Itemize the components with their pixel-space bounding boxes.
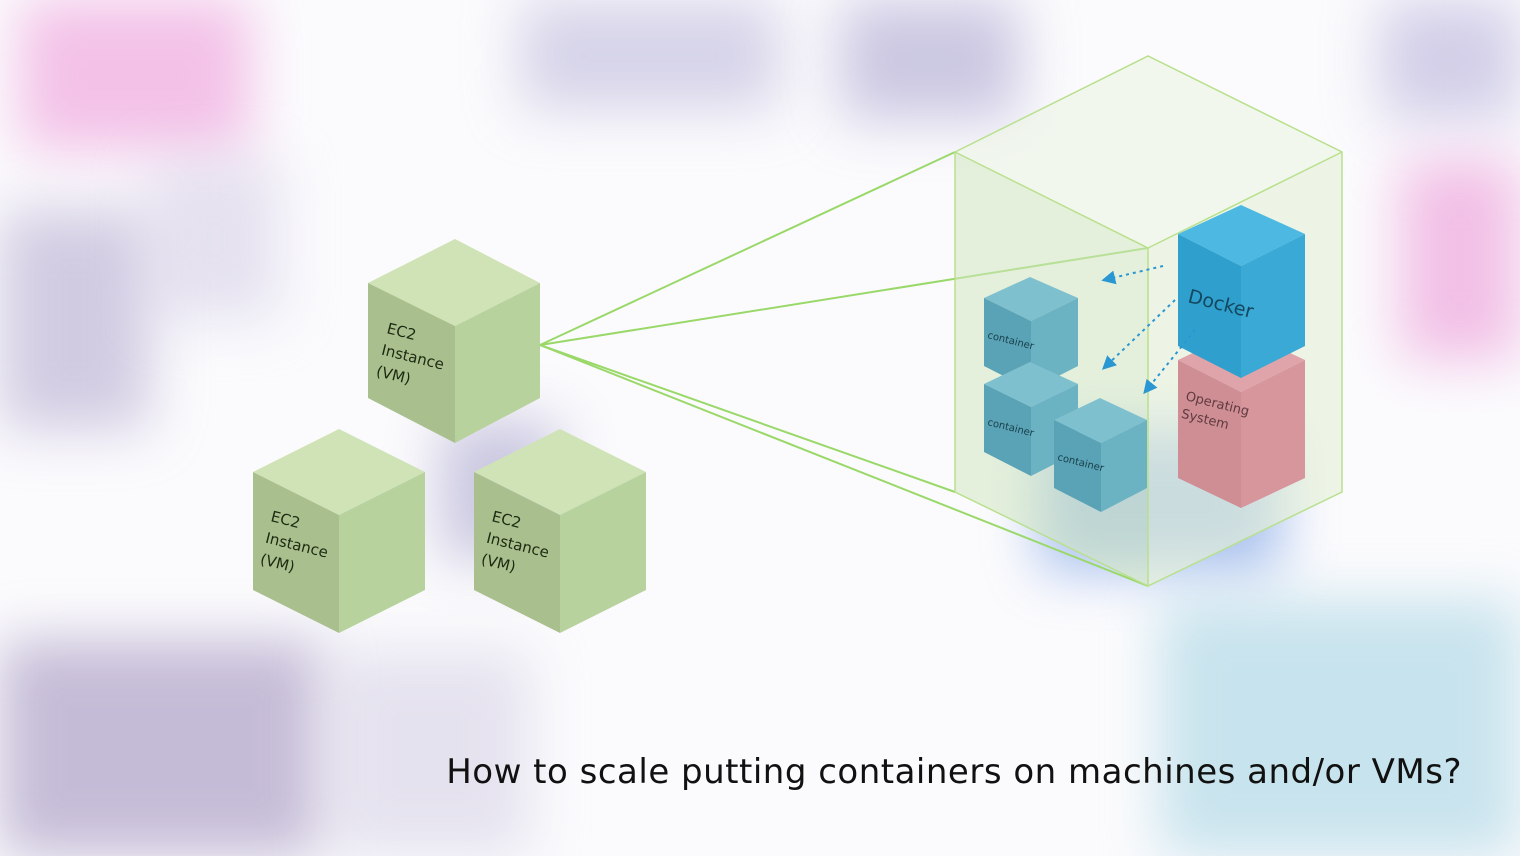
ec2-instance-cube-left: EC2 Instance (VM) [253, 429, 425, 633]
slide-caption: How to scale putting containers on machi… [446, 752, 1462, 792]
background-cube [0, 210, 150, 430]
arrow-to-container-middle [1101, 299, 1176, 370]
background-cube [1380, 0, 1520, 120]
background-cube [1400, 160, 1520, 360]
background-cube [840, 0, 1020, 120]
container-cube-top: container [984, 277, 1078, 390]
ec2-instance-cube-top: EC2 Instance (VM) [368, 239, 540, 443]
background-cube [1160, 600, 1520, 856]
background-cube [150, 160, 280, 320]
arrow-to-container-top [1101, 265, 1164, 285]
ec2-instance-cube-right: EC2 Instance (VM) [474, 429, 646, 633]
background-cube [520, 0, 780, 110]
background-cube [330, 650, 530, 856]
background-cube [20, 0, 250, 150]
container-cube-right: container [1054, 398, 1147, 512]
docker-arrows [1101, 265, 1196, 395]
docker-cube: Docker [1178, 205, 1305, 378]
background-cube [0, 640, 320, 856]
